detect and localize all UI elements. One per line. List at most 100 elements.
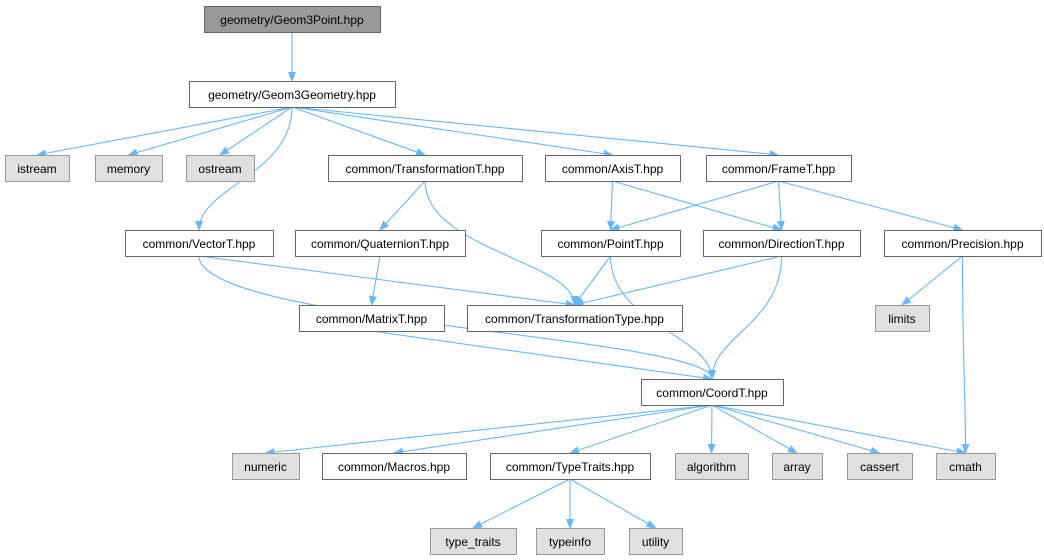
node-geometry-geom3point-hpp[interactable]: geometry/Geom3Point.hpp: [204, 6, 381, 33]
edge-n_frameT-to-n_directionT: [776, 180, 785, 231]
node-label: cmath: [949, 460, 982, 474]
node-algorithm: algorithm: [675, 453, 749, 480]
node-label: geometry/Geom3Geometry.hpp: [208, 88, 376, 102]
node-cmath: cmath: [936, 453, 996, 480]
edge-n_vectorT-to-n_coordT: [198, 255, 716, 380]
node-label: common/QuaternionT.hpp: [311, 237, 449, 251]
node-limits: limits: [875, 305, 930, 332]
node-box: [322, 453, 467, 480]
node-box: [299, 305, 445, 332]
edge-n_geom3geometry-to-n_axisT: [291, 106, 614, 158]
node-common-transformationtype-hpp[interactable]: common/TransformationType.hpp: [467, 305, 683, 332]
edge-n_directionT-to-n_transformationType: [573, 255, 782, 307]
edge-n_precision-to-n_cmath: [961, 255, 970, 454]
node-common-directiont-hpp[interactable]: common/DirectionT.hpp: [703, 230, 861, 257]
node-box: [232, 453, 300, 480]
node-label: common/TransformationType.hpp: [485, 312, 664, 326]
node-label: istream: [17, 162, 56, 176]
node-label: algorithm: [687, 460, 736, 474]
node-label: common/Precision.hpp: [901, 237, 1023, 251]
node-label: limits: [888, 312, 915, 326]
node-box: [641, 379, 784, 406]
node-common-coordt-hpp[interactable]: common/CoordT.hpp: [641, 379, 784, 406]
node-box: [706, 155, 852, 182]
node-utility: utility: [629, 528, 683, 555]
node-label: common/AxisT.hpp: [562, 162, 664, 176]
node-memory: memory: [95, 155, 163, 182]
node-label: common/MatrixT.hpp: [316, 312, 428, 326]
edge-n_frameT-to-n_precision: [778, 180, 964, 232]
edge-n_matrixT-to-n_coordT: [371, 330, 713, 382]
node-label: common/DirectionT.hpp: [718, 237, 844, 251]
node-istream: istream: [5, 155, 70, 182]
edge-n_coordT-to-n_array: [711, 404, 798, 454]
node-common-framet-hpp[interactable]: common/FrameT.hpp: [706, 155, 852, 182]
node-label: common/FrameT.hpp: [722, 162, 836, 176]
node-type-traits: type_traits: [430, 528, 517, 555]
node-box: [629, 528, 683, 555]
edge-n_coordT-to-n_cmath: [711, 404, 967, 456]
dependency-edges: [36, 32, 970, 529]
edge-n_transformationT-to-n_transformationType: [424, 180, 579, 306]
node-box: [545, 155, 681, 182]
node-typeinfo: typeinfo: [536, 528, 605, 555]
node-label: type_traits: [445, 535, 500, 549]
edge-n_geom3geometry-to-n_memory: [127, 106, 293, 157]
edge-n_coordT-to-n_macros: [393, 404, 713, 456]
node-label: cassert: [860, 460, 899, 474]
edge-n_coordT-to-n_cassert: [711, 404, 881, 455]
node-label: numeric: [244, 460, 287, 474]
edge-n_typeTraits-to-n_utility: [569, 478, 657, 529]
node-box: [541, 230, 681, 257]
node-box: [536, 528, 605, 555]
node-box: [95, 155, 163, 182]
edge-n_axisT-to-n_pointT: [606, 180, 615, 231]
node-box: [875, 305, 930, 332]
node-box: [186, 155, 255, 182]
node-label: ostream: [198, 162, 241, 176]
node-numeric: numeric: [232, 453, 300, 480]
node-label: memory: [107, 162, 150, 176]
node-box: [772, 453, 823, 480]
edge-n_geom3geometry-to-n_istream: [36, 106, 293, 158]
edge-n_coordT-to-n_algorithm: [707, 404, 716, 454]
node-box: [467, 305, 683, 332]
node-box: [847, 453, 913, 480]
node-common-vectort-hpp[interactable]: common/VectorT.hpp: [125, 230, 274, 257]
node-box: [936, 453, 996, 480]
edge-n_directionT-to-n_coordT: [708, 255, 783, 380]
node-box: [125, 230, 274, 257]
edge-n_vectorT-to-n_transformationType: [198, 255, 576, 308]
edge-n_coordT-to-n_numeric: [264, 404, 713, 457]
node-box: [5, 155, 70, 182]
node-ostream: ostream: [186, 155, 255, 182]
node-box: [490, 453, 651, 480]
node-cassert: cassert: [847, 453, 913, 480]
file-nodes: geometry/Geom3Point.hpp geometry/Geom3Ge…: [5, 6, 1042, 555]
node-label: common/Macros.hpp: [338, 460, 450, 474]
edge-n_geom3geometry-to-n_transformationT: [291, 106, 426, 156]
edge-n_transformationT-to-n_quaternionT: [379, 180, 426, 231]
node-label: typeinfo: [549, 535, 591, 549]
node-common-transformationt-hpp[interactable]: common/TransformationT.hpp: [328, 155, 523, 182]
node-common-quaterniont-hpp[interactable]: common/QuaternionT.hpp: [295, 230, 466, 257]
node-array: array: [772, 453, 823, 480]
node-box: [703, 230, 861, 257]
node-label: common/CoordT.hpp: [656, 386, 768, 400]
node-geometry-geom3geometry-hpp[interactable]: geometry/Geom3Geometry.hpp: [189, 81, 396, 108]
node-common-macros-hpp[interactable]: common/Macros.hpp: [322, 453, 467, 480]
node-common-precision-hpp[interactable]: common/Precision.hpp: [884, 230, 1042, 257]
node-box: [430, 528, 517, 555]
node-box: [295, 230, 466, 257]
node-box: [675, 453, 749, 480]
node-common-axist-hpp[interactable]: common/AxisT.hpp: [545, 155, 681, 182]
node-label: common/TypeTraits.hpp: [506, 460, 635, 474]
node-common-matrixt-hpp[interactable]: common/MatrixT.hpp: [299, 305, 445, 332]
edge-n_quaternionT-to-n_matrixT: [369, 255, 381, 306]
node-box: [328, 155, 523, 182]
edge-n_geom3geometry-to-n_ostream: [219, 106, 293, 156]
node-common-typetraits-hpp[interactable]: common/TypeTraits.hpp: [490, 453, 651, 480]
edge-n_frameT-to-n_pointT: [609, 180, 779, 232]
node-common-pointt-hpp[interactable]: common/PointT.hpp: [541, 230, 681, 257]
